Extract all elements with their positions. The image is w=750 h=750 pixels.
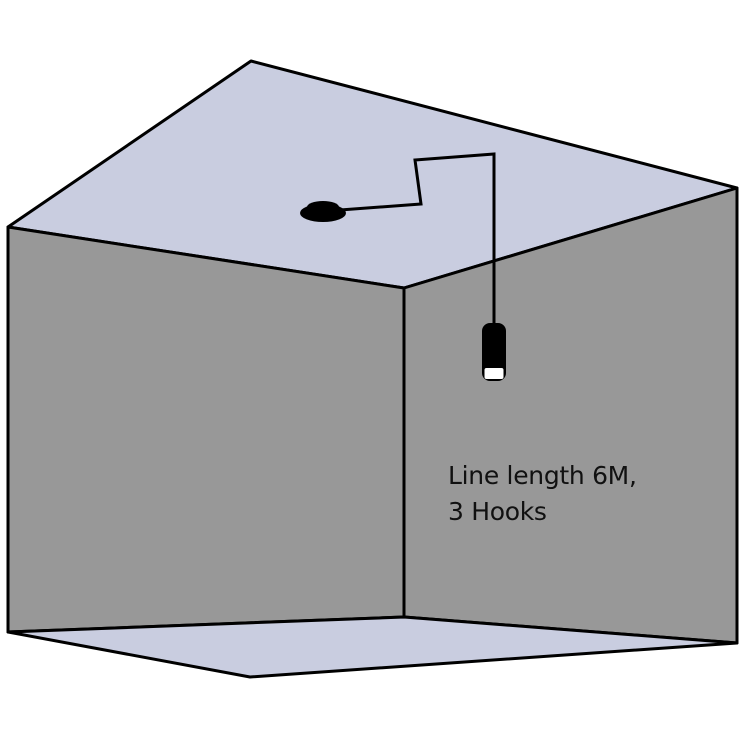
ceiling-mount-icon bbox=[300, 201, 346, 222]
left-wall bbox=[6, 225, 406, 634]
line-length-label: Line length 6M, bbox=[448, 461, 637, 490]
line-spec-annotation: Line length 6M, 3 Hooks bbox=[448, 458, 637, 530]
suspension-line bbox=[339, 152, 496, 326]
hanging-weight-icon bbox=[482, 323, 506, 381]
hook-count-label: 3 Hooks bbox=[448, 497, 547, 526]
floor-plane bbox=[6, 615, 739, 679]
